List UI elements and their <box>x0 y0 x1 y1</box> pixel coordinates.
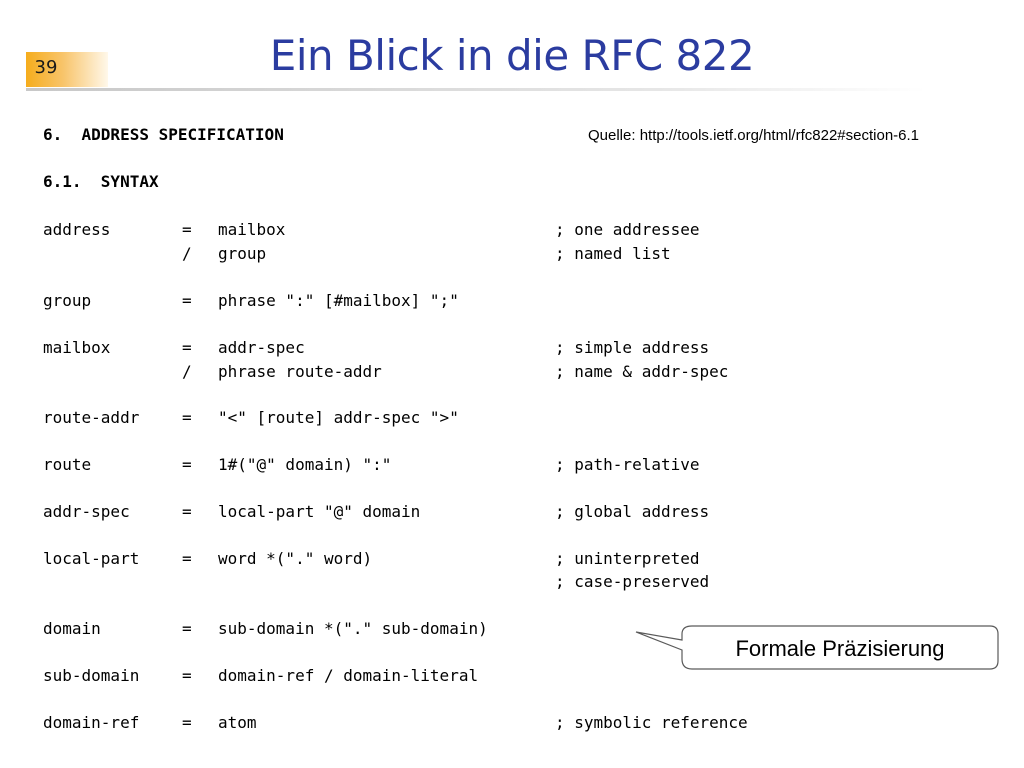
rule-comment: ; name & addr-spec <box>555 362 729 381</box>
grammar-rule-row: addr-spec = local-part "@" domain ; global … <box>0 501 1024 523</box>
grammar-rule-row: domain-ref = atom ; symbolic reference <box>0 712 1024 734</box>
rule-comment: ; case-preserved <box>555 572 710 591</box>
rule-definition: group <box>218 244 267 263</box>
rule-operator: = <box>182 502 192 521</box>
rule-definition: word *("." word) <box>218 549 373 568</box>
rule-comment: ; one addressee <box>555 220 700 239</box>
rule-operator: / <box>182 244 192 263</box>
rule-name: local-part <box>43 549 140 568</box>
rule-comment: ; path-relative <box>555 455 700 474</box>
rule-name: domain-ref <box>43 713 140 732</box>
grammar-rule-row: ; case-preserved <box>0 571 1024 593</box>
grammar-rule-row: / group ; named list <box>0 243 1024 265</box>
rule-comment: ; global address <box>555 502 710 521</box>
rule-definition: mailbox <box>218 220 286 239</box>
rule-definition: local-part "@" domain <box>218 502 421 521</box>
rule-name: address <box>43 220 111 239</box>
grammar-rule-row: address = mailbox ; one addressee <box>0 219 1024 241</box>
rule-definition: phrase ":" [#mailbox] ";" <box>218 291 459 310</box>
grammar-rule-row: group = phrase ":" [#mailbox] ";" <box>0 290 1024 312</box>
grammar-rule-row: domain = sub-domain *("." sub-domain) <box>0 618 1024 640</box>
rule-operator: = <box>182 619 192 638</box>
rule-definition: atom <box>218 713 257 732</box>
rule-operator: = <box>182 455 192 474</box>
callout-label: Formale Präzisierung <box>735 636 945 661</box>
rule-operator: / <box>182 362 192 381</box>
rule-definition: addr-spec <box>218 338 305 357</box>
rule-name: group <box>43 291 92 310</box>
rule-comment: ; uninterpreted <box>555 549 700 568</box>
grammar-rule-row: / phrase route-addr ; name & addr-spec <box>0 361 1024 383</box>
title-divider <box>26 88 926 91</box>
rule-comment: ; named list <box>555 244 671 263</box>
rule-operator: = <box>182 338 192 357</box>
rule-name: addr-spec <box>43 502 130 521</box>
rule-definition: sub-domain *("." sub-domain) <box>218 619 488 638</box>
subsection-heading: 6.1. SYNTAX <box>43 172 159 191</box>
rule-comment: ; simple address <box>555 338 710 357</box>
rule-operator: = <box>182 408 192 427</box>
grammar-rule-row: route = 1#("@" domain) ":" ; path-relative <box>0 454 1024 476</box>
slide-title: Ein Blick in die RFC 822 <box>269 31 755 80</box>
rule-operator: = <box>182 291 192 310</box>
grammar-rule-row: route-addr = "<" [route] addr-spec ">" <box>0 407 1024 429</box>
rule-operator: = <box>182 549 192 568</box>
rule-name: mailbox <box>43 338 111 357</box>
rule-name: route-addr <box>43 408 140 427</box>
rule-comment: ; symbolic reference <box>555 713 748 732</box>
rule-definition: domain-ref / domain-literal <box>218 666 479 685</box>
rule-definition: "<" [route] addr-spec ">" <box>218 408 459 427</box>
rule-operator: = <box>182 713 192 732</box>
grammar-rule-row: sub-domain = domain-ref / domain-literal <box>0 665 1024 687</box>
grammar-rule-row: local-part = word *("." word) ; uninterpret… <box>0 548 1024 570</box>
rule-operator: = <box>182 666 192 685</box>
rule-definition: 1#("@" domain) ":" <box>218 455 392 474</box>
rule-name: route <box>43 455 92 474</box>
source-reference: Quelle: http://tools.ietf.org/html/rfc82… <box>588 127 920 144</box>
rule-name: sub-domain <box>43 666 140 685</box>
section-heading: 6. ADDRESS SPECIFICATION <box>43 125 284 144</box>
rule-name: domain <box>43 619 101 638</box>
rule-definition: phrase route-addr <box>218 362 382 381</box>
page-number: 39 <box>34 57 58 78</box>
page-number-badge <box>26 52 108 87</box>
grammar-rule-row: mailbox = addr-spec ; simple address <box>0 337 1024 359</box>
rule-operator: = <box>182 220 192 239</box>
